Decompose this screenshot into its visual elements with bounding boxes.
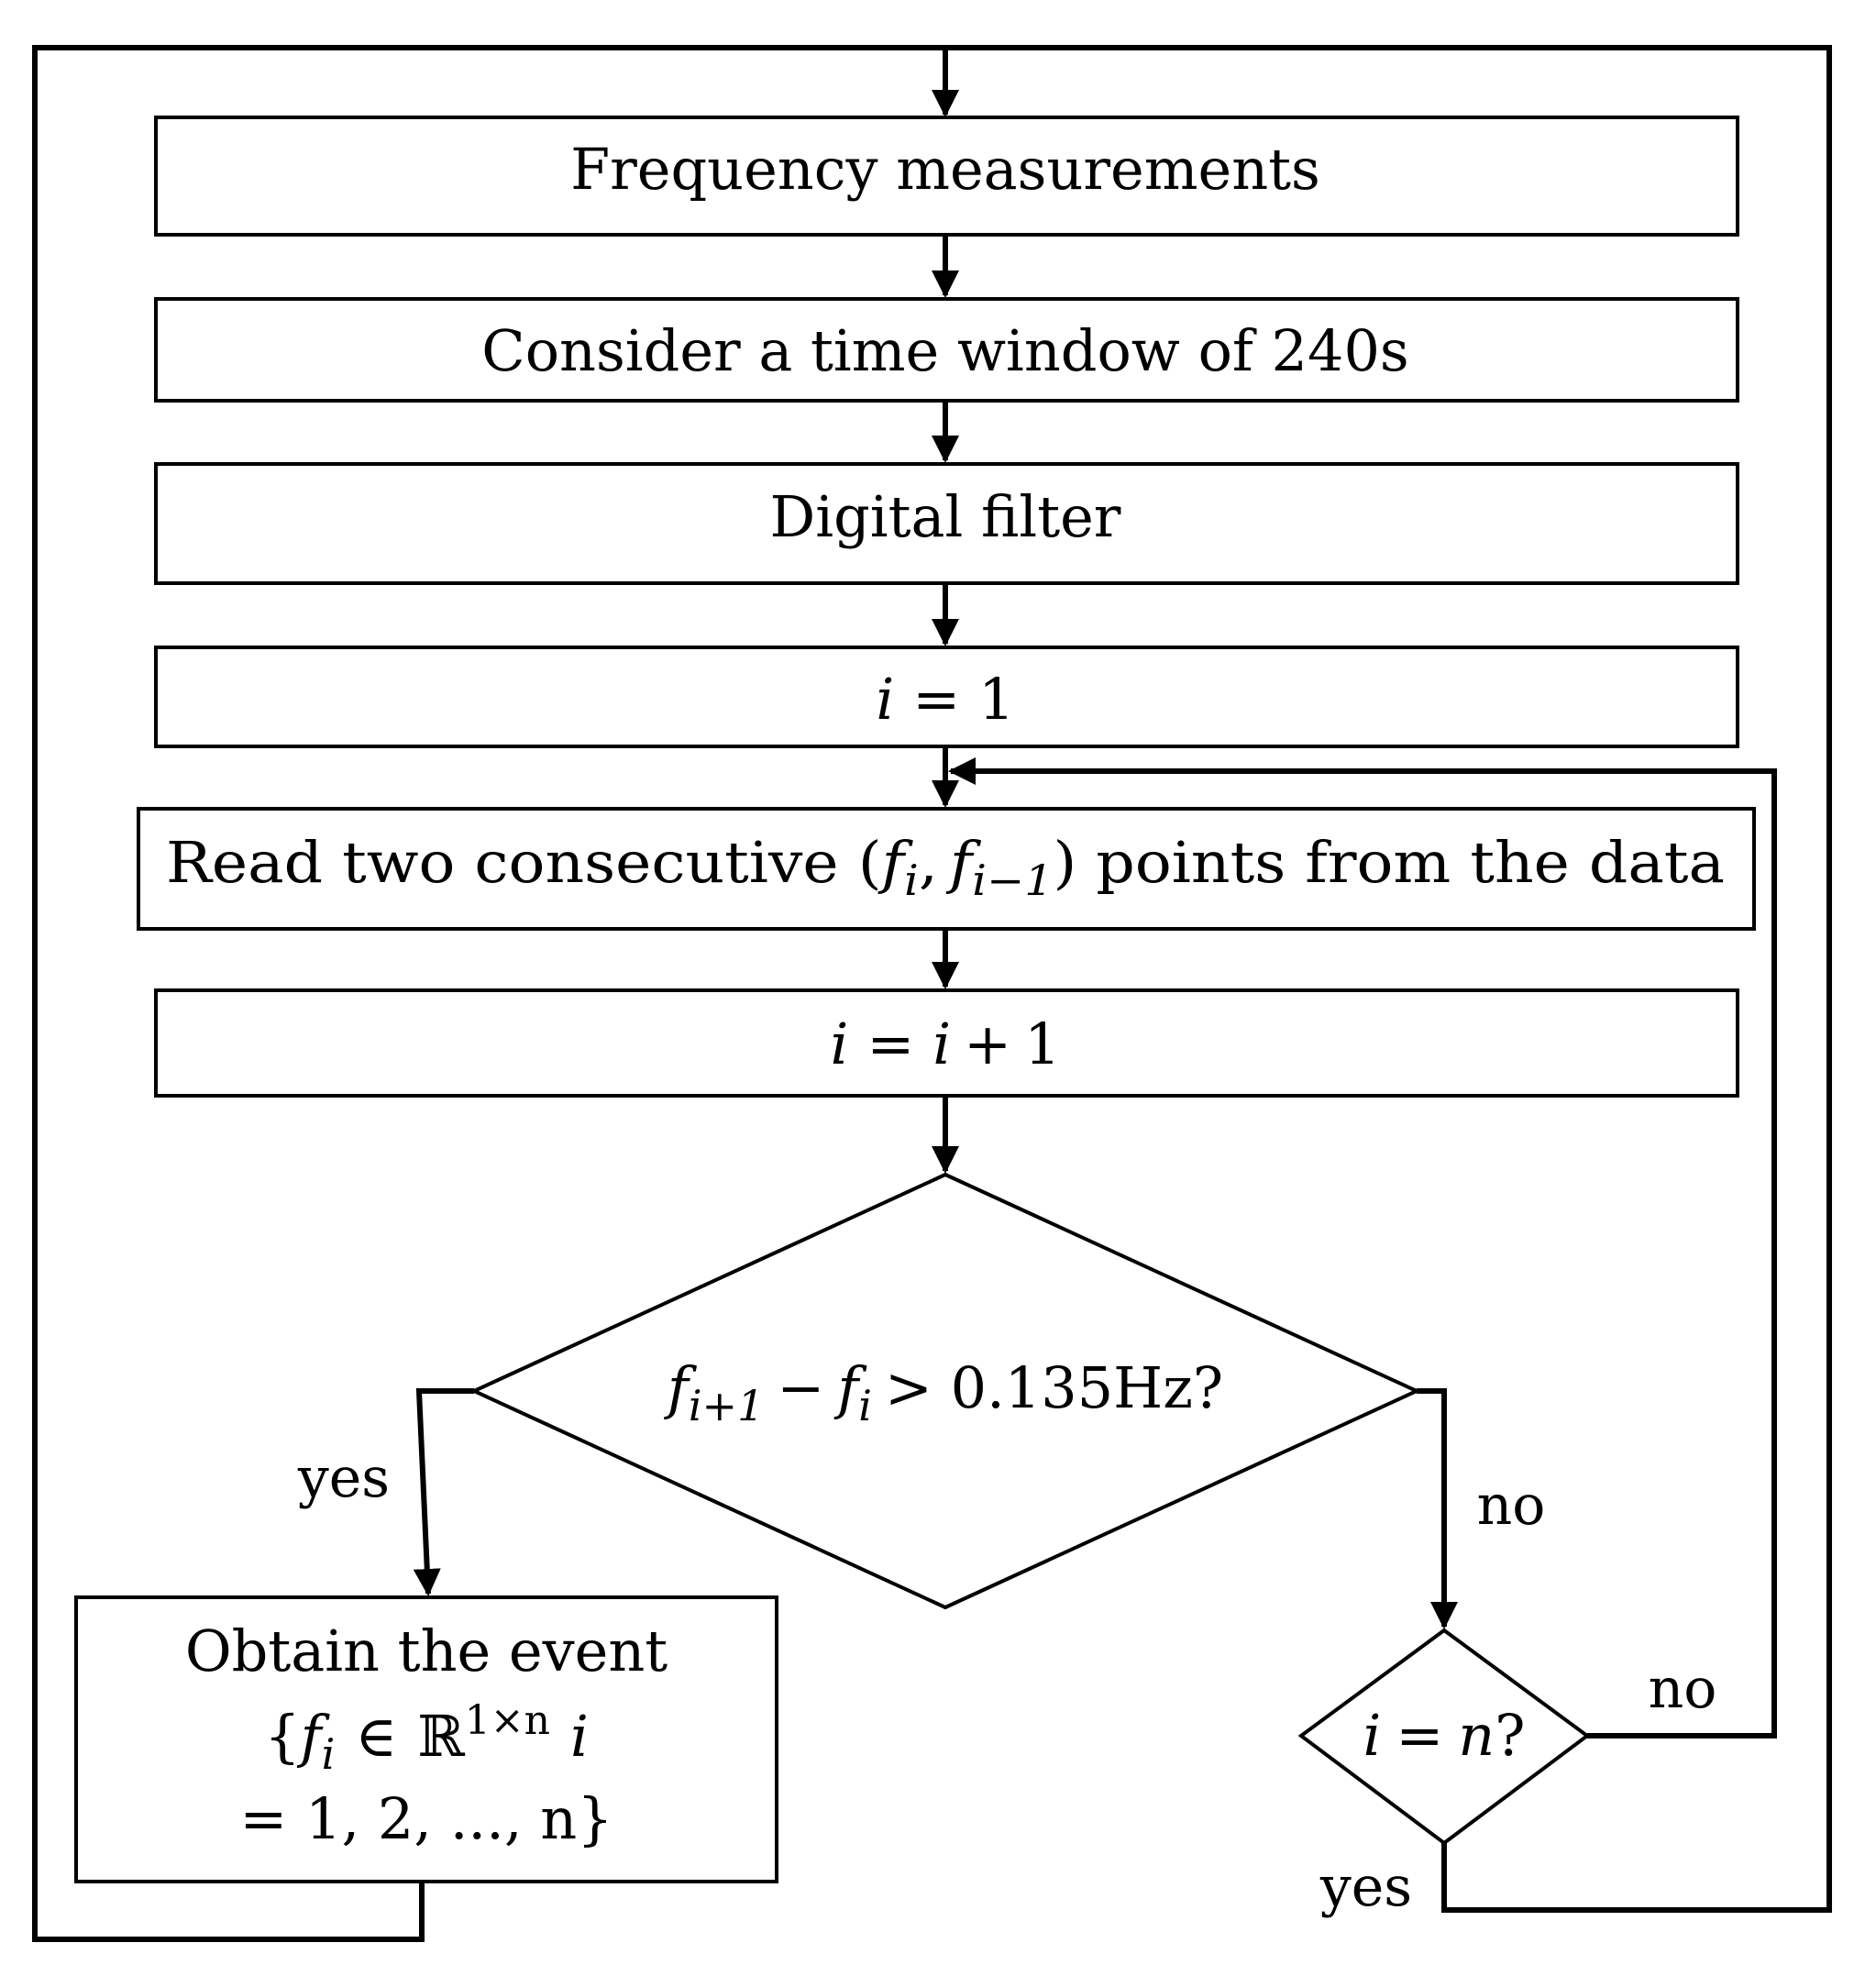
event-sub: i xyxy=(322,1729,336,1779)
end-var: i xyxy=(1363,1702,1382,1769)
no-loop-label: no xyxy=(1649,1657,1717,1721)
event-i: i xyxy=(570,1703,589,1770)
read-suffix: ) points from the data xyxy=(1053,829,1725,896)
threshold-decision-label: fi+1−fi> 0.135Hz? xyxy=(664,1354,1223,1430)
increment-counter-box xyxy=(154,988,1739,1098)
dec-rest: > 0.135Hz? xyxy=(885,1354,1223,1421)
read-points-box xyxy=(137,807,1756,931)
digital-filter-label: Digital filter xyxy=(770,483,1121,550)
init-var: i xyxy=(876,666,894,733)
dec-sub2: i xyxy=(858,1381,872,1430)
end-q: ? xyxy=(1495,1702,1525,1769)
digital-filter-box xyxy=(154,462,1739,585)
threshold-decision-diamond xyxy=(469,1172,1421,1610)
event-sup: 1×n xyxy=(465,1697,550,1744)
read-sub1: i xyxy=(904,856,919,905)
frequency-measurements-label: Frequency measurements xyxy=(570,136,1320,203)
incr-op: = xyxy=(866,1010,914,1077)
incr-var: i xyxy=(830,1010,848,1077)
obtain-event-box xyxy=(74,1595,778,1883)
incr-rhs-var: i xyxy=(932,1010,951,1077)
yes-left-label: yes xyxy=(297,1446,390,1510)
init-val: 1 xyxy=(978,666,1014,733)
dec-minus: − xyxy=(777,1354,824,1421)
incr-val: 1 xyxy=(1024,1010,1060,1077)
read-prefix: Read two consecutive ( xyxy=(166,829,882,896)
end-rhs: n xyxy=(1458,1702,1495,1769)
no-loop-edge xyxy=(948,757,1777,1739)
dec-sub1: i+1 xyxy=(689,1381,765,1430)
time-window-label: Consider a time window of 240s xyxy=(481,317,1408,384)
init-counter-label: i = 1 xyxy=(876,666,1014,733)
no-branch-edge xyxy=(1417,1388,1458,1629)
outer-loop-edge xyxy=(32,45,1832,1942)
event-set: ℝ xyxy=(417,1703,465,1770)
end-check-diamond xyxy=(1297,1628,1591,1846)
event-line3: = 1, 2, ..., n} xyxy=(239,1785,612,1852)
event-in: ∈ xyxy=(355,1703,397,1770)
yes-bottom-label: yes xyxy=(1319,1855,1412,1919)
yes-branch-edge xyxy=(413,1388,474,1596)
frequency-measurements-box xyxy=(154,116,1739,237)
init-counter-box xyxy=(154,646,1739,748)
event-line1: Obtain the event xyxy=(185,1617,668,1684)
read-sub2: i−1 xyxy=(972,856,1053,905)
end-op: = xyxy=(1396,1702,1443,1769)
end-check-label: i=n? xyxy=(1363,1702,1526,1769)
incr-plus: + xyxy=(964,1010,1011,1077)
increment-counter-label: i=i+1 xyxy=(830,1010,1060,1077)
read-comma: , xyxy=(919,829,938,896)
no-right-label: no xyxy=(1477,1474,1546,1538)
event-brace: { xyxy=(264,1703,300,1770)
init-op: = xyxy=(912,666,960,733)
time-window-box xyxy=(154,297,1739,403)
